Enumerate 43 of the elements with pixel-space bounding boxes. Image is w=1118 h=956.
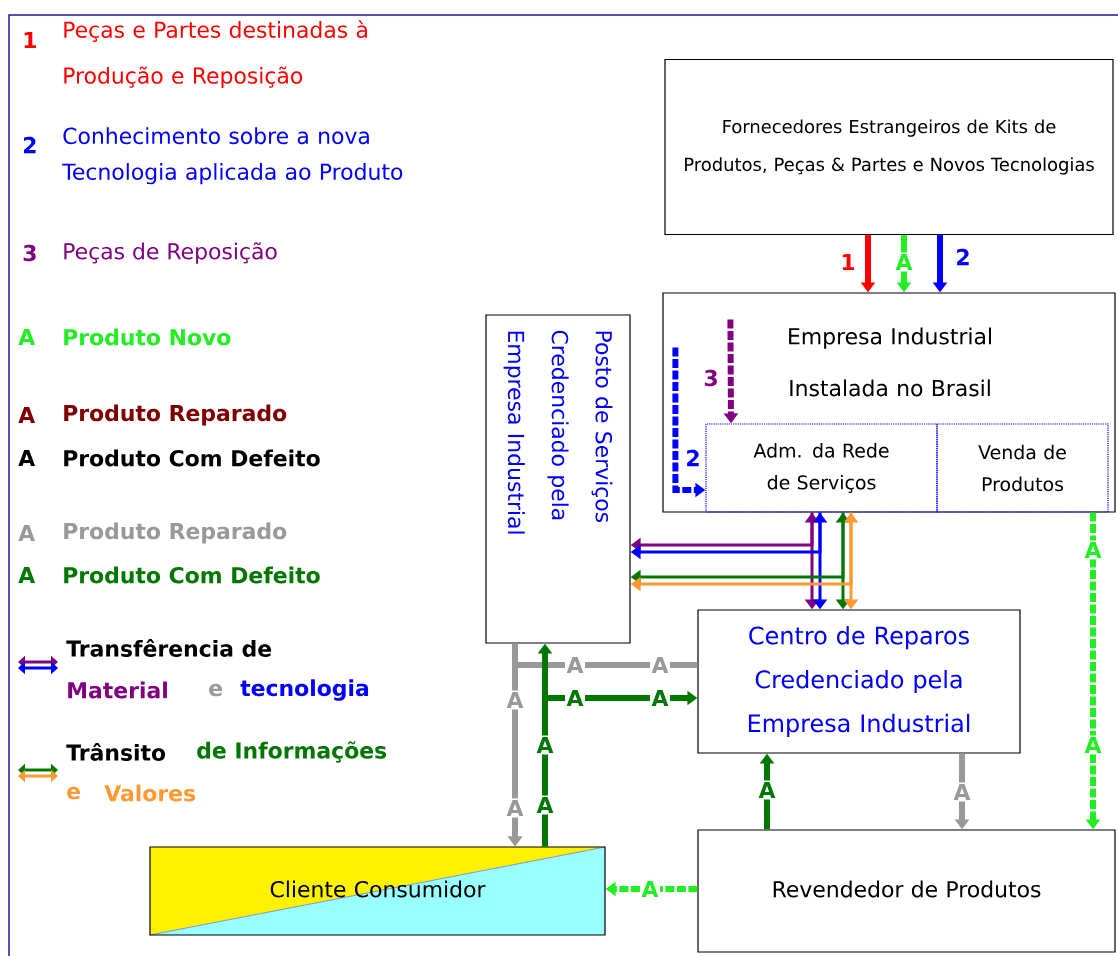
legend-text: Produto Com Defeito [64,566,320,584]
edge-label: 3 [701,368,721,388]
supplier-box: Fornecedores Estrangeiros de Kits de Produtos, Peças & Partes e Novos Tecnologias [664,58,1114,236]
legend-symbol: A [18,450,36,466]
edge-label: 2 [683,448,703,468]
retailer-box: Revendedor de Produtos [697,829,1116,953]
department-box: Venda de Produtos [936,423,1109,513]
legend-text: Produto Reparado [64,404,287,426]
department-box: Adm. da Rede de Serviços [705,423,938,513]
edge-label: A [894,252,914,272]
legend-text: Produto Com Defeito [64,449,320,467]
legend-text: Produto Novo [64,328,231,346]
edge-label: A [535,735,555,755]
edge-label: A [952,782,972,802]
legend-text: Conhecimento sobre a nova Tecnologia aplicada ao Produto [62,127,403,185]
edge-label: A [640,879,660,899]
callout-number: 3 [23,244,36,262]
legend-text: tecnologia [240,679,369,701]
legend-text: Trânsito [66,743,166,761]
repair-center-box: Centro de Reparos Credenciado pela Empresa Industrial [697,609,1021,754]
legend-text: Produto Reparado [64,522,287,544]
legend-text: Valores [104,784,196,802]
edge-label: A [757,780,777,800]
legend-text: Peças de Reposição [64,242,277,264]
service-post-box: Posto de Serviços Credenciado pela Empresa Industrial [485,314,631,644]
edge-label: A [1083,540,1103,560]
edge-label: A [650,688,670,708]
edge-label: 1 [838,252,858,272]
callout-number: 1 [24,32,36,48]
legend-text: Transfêrencia de [66,639,272,657]
edge-label: A [650,655,670,675]
legend-symbol: A [18,407,36,423]
legend-symbol: A [18,329,36,345]
edge-label: A [505,690,525,710]
legend-text: de Informações [197,741,387,763]
legend-text: Peças e Partes destinadas à Produção e Reposição [64,20,367,89]
legend-symbol: A [18,567,36,583]
callout-number: 2 [23,136,36,154]
legend-symbol: A [18,525,36,541]
legend-text: e [67,786,80,800]
legend-text: Material [68,681,167,699]
edge-label: 2 [953,247,973,267]
legend-text: e [209,683,222,697]
